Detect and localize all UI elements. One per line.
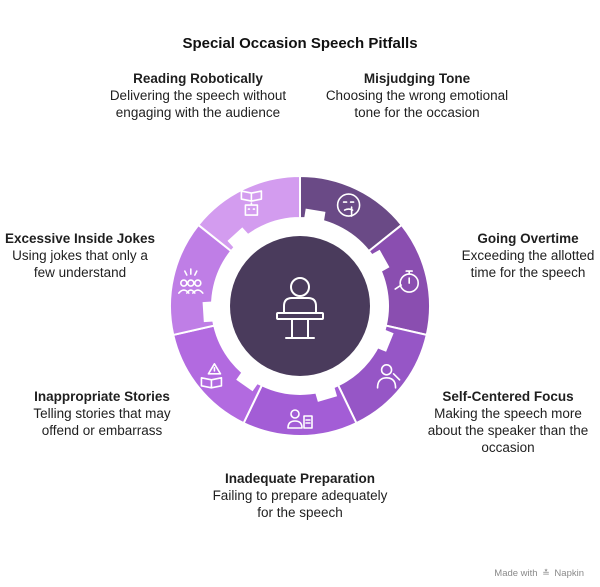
segment-title: Inadequate Preparation bbox=[224, 471, 376, 486]
person-with-notes-icon bbox=[287, 409, 313, 429]
segment-description: Exceeding the allotted time for the spee… bbox=[461, 248, 595, 280]
segment-notch bbox=[303, 208, 326, 224]
footer-prefix: Made with bbox=[494, 568, 538, 579]
segment-description: Using jokes that only a few understand bbox=[12, 248, 148, 280]
segment-title: Self-Centered Focus bbox=[442, 389, 574, 404]
segment-description: Choosing the wrong emotional tone for th… bbox=[325, 88, 509, 120]
segment-notch bbox=[236, 369, 260, 392]
segment-title: Misjudging Tone bbox=[363, 71, 471, 86]
person-pointing-self-icon bbox=[376, 364, 401, 389]
made-with-napkin-footer: Made with ≛ Napkin bbox=[494, 568, 584, 579]
segment-label-going-overtime: Going Overtime Exceeding the allotted ti… bbox=[456, 230, 600, 281]
segment-notch bbox=[314, 384, 338, 402]
diagram-title: Special Occasion Speech Pitfalls bbox=[182, 35, 418, 52]
segment-label-misjudging-tone: Misjudging Tone Choosing the wrong emoti… bbox=[322, 70, 512, 121]
segment-description: Delivering the speech without engaging w… bbox=[109, 88, 287, 120]
segment-notch bbox=[227, 227, 251, 250]
laughing-group-icon bbox=[178, 268, 204, 294]
shushing-face-icon bbox=[336, 193, 361, 217]
segment-label-self-centered-focus: Self-Centered Focus Making the speech mo… bbox=[420, 388, 596, 456]
center-circle bbox=[230, 236, 370, 376]
stopwatch-hand-icon bbox=[394, 270, 419, 293]
segment-title: Inappropriate Stories bbox=[34, 389, 170, 404]
footer-brand: Napkin bbox=[554, 568, 584, 579]
wheel-segments bbox=[169, 174, 431, 437]
segment-label-excessive-inside-jokes: Excessive Inside Jokes Using jokes that … bbox=[0, 230, 160, 281]
speaker-at-podium-icon bbox=[276, 277, 324, 339]
segment-label-inadequate-preparation: Inadequate Preparation Failing to prepar… bbox=[205, 470, 395, 521]
segment-notch bbox=[202, 301, 216, 323]
segment-notch bbox=[374, 328, 394, 352]
segment-title: Reading Robotically bbox=[133, 71, 263, 86]
segment-label-reading-robotically: Reading Robotically Delivering the speec… bbox=[103, 70, 293, 121]
book-warning-icon bbox=[200, 363, 223, 389]
segment-description: Telling stories that may offend or embar… bbox=[33, 406, 171, 438]
center-hub bbox=[230, 236, 370, 376]
segment-description: Making the speech more about the speaker… bbox=[427, 406, 589, 455]
segment-label-inappropriate-stories: Inappropriate Stories Telling stories th… bbox=[18, 388, 186, 439]
segment-title: Going Overtime bbox=[477, 231, 579, 246]
segment-title: Excessive Inside Jokes bbox=[4, 231, 156, 246]
segment-description: Failing to prepare adequately for the sp… bbox=[212, 488, 388, 520]
segment-icons bbox=[178, 190, 419, 429]
segment-notch bbox=[369, 249, 390, 274]
robot-reading-icon bbox=[240, 190, 263, 216]
napkin-logo-icon: ≛ bbox=[542, 568, 550, 578]
